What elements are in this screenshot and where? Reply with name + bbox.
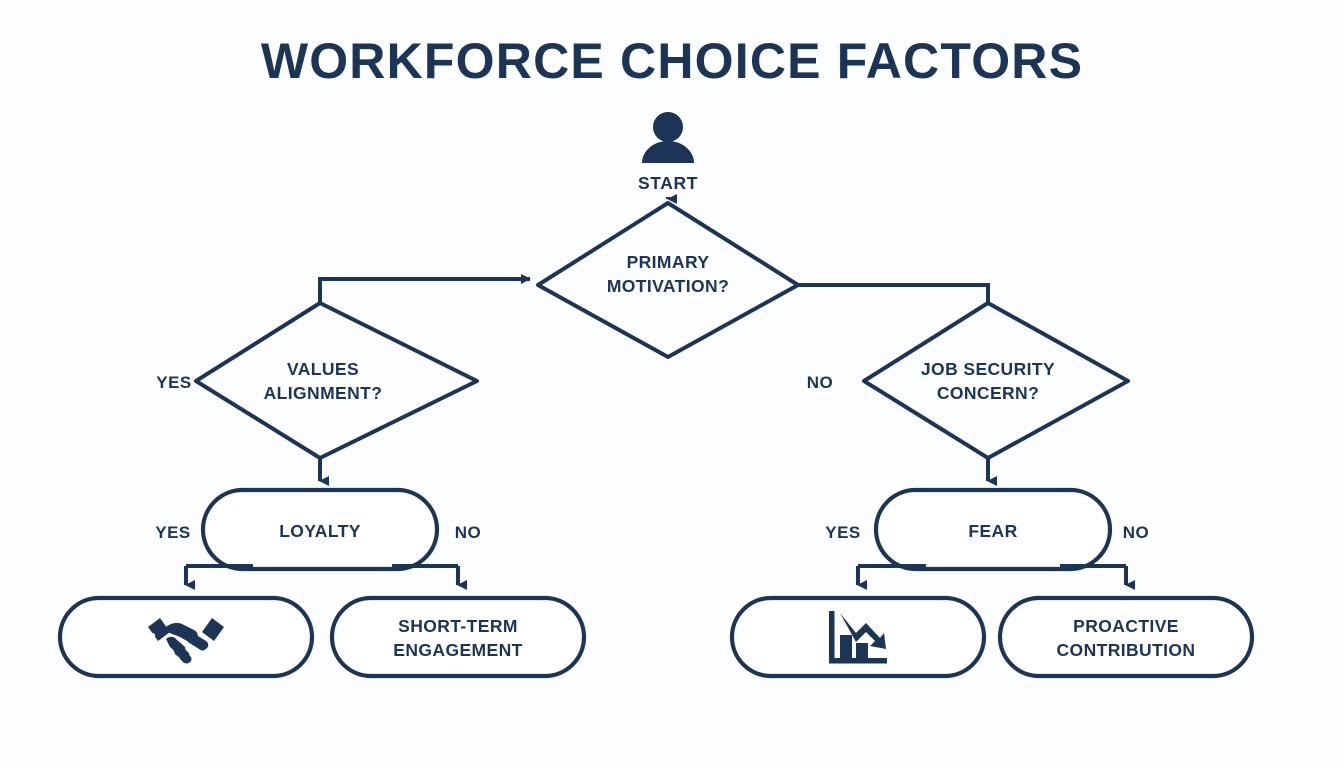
edge-label-fear-yes: YES xyxy=(825,523,861,542)
node-primary-motivation[interactable]: PRIMARY MOTIVATION? xyxy=(536,201,800,359)
edge-label-loyalty-no: NO xyxy=(455,523,482,542)
primary-motivation-label-line1: PRIMARY xyxy=(627,252,710,272)
edge-values-to-primary xyxy=(318,274,531,303)
edge-label-fear-no: NO xyxy=(1123,523,1150,542)
edge-label-loyalty-yes: YES xyxy=(155,523,191,542)
values-alignment-label-line2: ALIGNMENT? xyxy=(264,383,383,403)
edge-label-motivation-yes: YES xyxy=(156,373,192,392)
declining-chart-icon xyxy=(829,611,887,664)
person-icon xyxy=(642,112,694,163)
handshake-icon xyxy=(148,618,224,664)
job-security-label-line1: JOB SECURITY xyxy=(921,359,1055,379)
start-node[interactable]: START xyxy=(638,112,698,193)
edge-primary-to-jobsecurity xyxy=(798,283,990,303)
node-values-alignment[interactable]: VALUES ALIGNMENT? xyxy=(194,301,479,460)
loyalty-label: LOYALTY xyxy=(279,521,361,541)
short-term-label-line1: SHORT-TERM xyxy=(398,616,518,636)
short-term-label-line2: ENGAGEMENT xyxy=(393,640,522,660)
node-short-term-engagement[interactable]: SHORT-TERM ENGAGEMENT xyxy=(329,595,587,679)
proactive-label-line1: PROACTIVE xyxy=(1073,616,1179,636)
node-job-security[interactable]: JOB SECURITY CONCERN? xyxy=(862,301,1130,460)
fear-label: FEAR xyxy=(968,521,1017,541)
start-label: START xyxy=(638,173,698,193)
node-handshake-outcome[interactable] xyxy=(57,595,315,679)
proactive-label-line2: CONTRIBUTION xyxy=(1057,640,1196,660)
primary-motivation-label-line2: MOTIVATION? xyxy=(607,276,729,296)
values-alignment-label-line1: VALUES xyxy=(287,359,359,379)
node-fear[interactable]: FEAR xyxy=(873,487,1113,572)
node-declining-chart-outcome[interactable] xyxy=(729,595,987,679)
edge-label-motivation-no: NO xyxy=(807,373,834,392)
page-title: WORKFORCE CHOICE FACTORS xyxy=(261,33,1083,89)
node-loyalty[interactable]: LOYALTY xyxy=(200,487,440,572)
job-security-label-line2: CONCERN? xyxy=(937,383,1039,403)
node-proactive-contribution[interactable]: PROACTIVE CONTRIBUTION xyxy=(997,595,1255,679)
